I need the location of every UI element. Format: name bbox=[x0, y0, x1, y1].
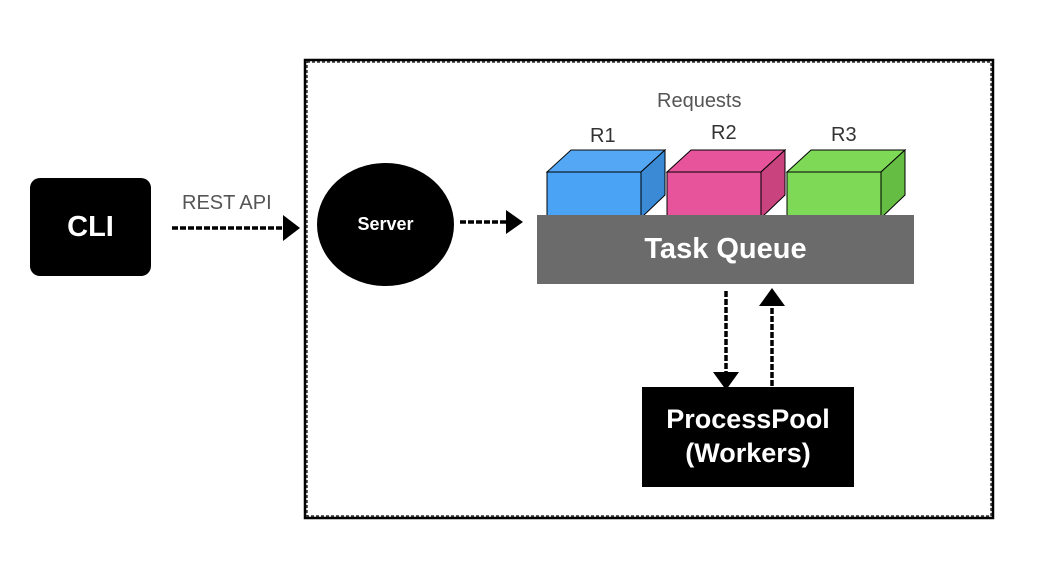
request-label-r3: R3 bbox=[831, 124, 857, 146]
server-to-queue-arrow bbox=[460, 210, 523, 234]
process-pool-sublabel: (Workers) bbox=[685, 438, 811, 468]
cli-node: CLI bbox=[30, 178, 151, 276]
server-node: Server bbox=[317, 163, 454, 286]
server-label: Server bbox=[357, 214, 414, 234]
request-box-r1 bbox=[545, 148, 667, 220]
cli-to-server-arrow bbox=[172, 215, 300, 241]
system-boundary bbox=[303, 58, 995, 520]
process-pool-node: ProcessPool (Workers) bbox=[642, 387, 854, 487]
queue-to-pool-arrow bbox=[713, 291, 739, 390]
pool-to-queue-arrow bbox=[759, 288, 785, 386]
request-label-r1: R1 bbox=[590, 125, 616, 147]
task-queue-label: Task Queue bbox=[644, 233, 807, 265]
rest-api-label: REST API bbox=[182, 192, 272, 214]
request-label-r2: R2 bbox=[711, 122, 737, 144]
task-queue: Task Queue bbox=[537, 215, 914, 284]
requests-title: Requests bbox=[657, 90, 742, 112]
cli-label: CLI bbox=[67, 210, 114, 243]
process-pool-label: ProcessPool bbox=[666, 404, 830, 435]
request-box-r3 bbox=[785, 148, 907, 220]
request-box-r2 bbox=[665, 148, 787, 220]
